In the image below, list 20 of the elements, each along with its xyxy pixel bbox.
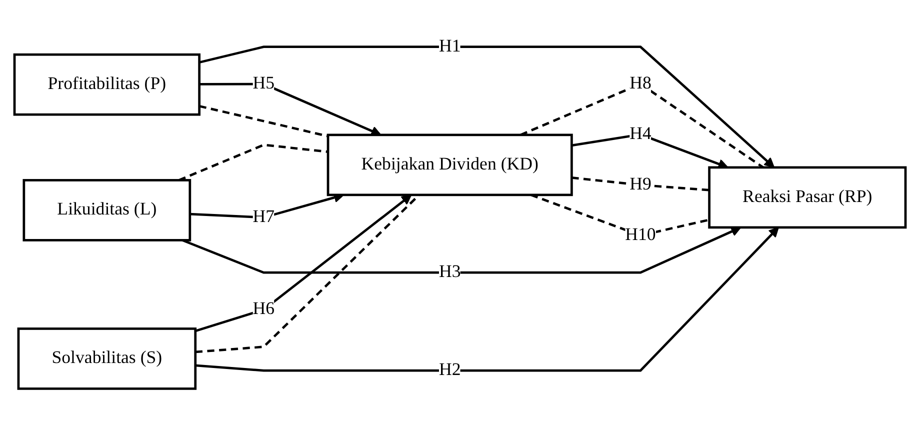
- edge-label: H10: [625, 226, 656, 246]
- edge-label: H2: [438, 361, 461, 380]
- edge-label: H8: [630, 74, 652, 94]
- edge-label: H3: [438, 263, 461, 282]
- edge-label: H5: [252, 74, 275, 94]
- node-box: Solvabilitas (S): [17, 328, 197, 390]
- edge-label: H1: [438, 37, 461, 56]
- arrow: [199, 83, 382, 136]
- node-box: Kebijakan Dividen (KD): [326, 134, 573, 196]
- edge-label: H9: [630, 176, 652, 195]
- edge-label: H4: [630, 125, 652, 144]
- edge-label: H7: [252, 208, 275, 228]
- arrow: [195, 194, 412, 333]
- connector: [199, 105, 328, 138]
- node-box: Likuiditas (L): [22, 179, 192, 242]
- arrow: [195, 227, 779, 372]
- edge-label: H6: [252, 300, 275, 320]
- node-box: Profitabilitas (P): [13, 54, 200, 116]
- node-box: Reaksi Pasar (RP): [708, 166, 907, 230]
- connector: [178, 144, 328, 182]
